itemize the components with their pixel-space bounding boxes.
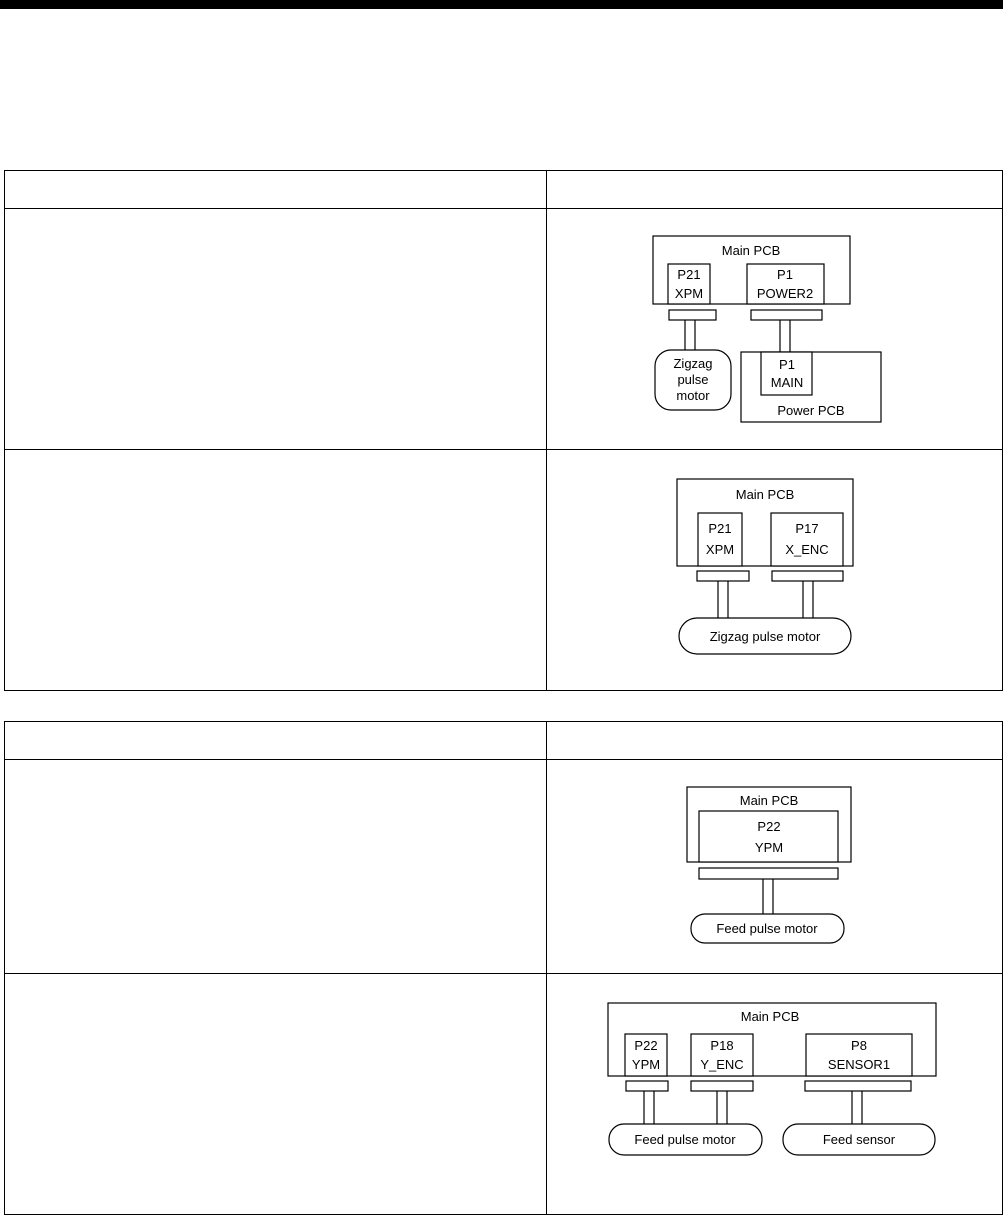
top-rule: [0, 0, 1003, 9]
connector-p17-name: X_ENC: [785, 542, 828, 557]
power-pcb-label: Power PCB: [777, 403, 844, 418]
connector-p22-box: [698, 810, 839, 863]
table-zigzag-connections: Main PCB P21 XPM P1 POWER2 Zigzag pulse …: [4, 170, 1003, 691]
header-cell-description: [4, 721, 547, 760]
motor-label-line2: pulse: [677, 372, 708, 387]
main-pcb-label: Main PCB: [741, 1009, 800, 1024]
connector-p22-id: P22: [757, 819, 780, 834]
power-connector-p1-id: P1: [779, 357, 795, 372]
connector-p8-id: P8: [851, 1038, 867, 1053]
table-feed-connections: Main PCB P22 YPM Feed pulse motor Main P…: [4, 721, 1003, 1215]
connector-p21-box: [697, 512, 743, 567]
wiring-diagram-feed-encoder-sensor: Main PCB P22 YPM P18 Y_ENC P8 SENSOR1: [607, 1002, 937, 1156]
feed-pulse-motor: [690, 913, 845, 944]
main-pcb-label: Main PCB: [736, 487, 795, 502]
plug-p8: [804, 1080, 912, 1092]
header-cell-description: [4, 170, 547, 209]
plug-p21: [696, 570, 750, 582]
feed-sensor: [782, 1123, 936, 1156]
plug-p18: [690, 1080, 754, 1092]
diagram-cell: Main PCB P22 YPM P18 Y_ENC P8 SENSOR1: [546, 973, 1003, 1215]
connector-p21-name: XPM: [706, 542, 734, 557]
connector-p22-id: P22: [634, 1038, 657, 1053]
diagram-cell: Main PCB P22 YPM Feed pulse motor: [546, 759, 1003, 974]
connector-p22-name: YPM: [755, 840, 783, 855]
power-connector-p1-box: [760, 351, 813, 396]
wiring-diagram-feed-motor: Main PCB P22 YPM Feed pulse motor: [686, 786, 852, 944]
description-cell: [4, 208, 547, 450]
diagram-cell: Main PCB P21 XPM P17 X_ENC Zigzag pulse …: [546, 449, 1003, 691]
plug-p17: [771, 570, 844, 582]
motor-label-line1: Zigzag: [673, 356, 712, 371]
plug-p22: [625, 1080, 669, 1092]
connector-p18-id: P18: [710, 1038, 733, 1053]
table-row: Main PCB P22 YPM P18 Y_ENC P8 SENSOR1: [4, 973, 1003, 1215]
connector-p21-id: P21: [677, 267, 700, 282]
connector-p18-name: Y_ENC: [700, 1057, 743, 1072]
sensor-label: Feed sensor: [823, 1132, 896, 1147]
connector-p18-box: [690, 1033, 754, 1077]
connector-p1-id: P1: [777, 267, 793, 282]
table-header-row: [4, 721, 1003, 760]
table-row: Main PCB P22 YPM Feed pulse motor: [4, 759, 1003, 974]
power-connector-p1-name: MAIN: [771, 375, 804, 390]
motor-label: Feed pulse motor: [716, 921, 818, 936]
wiring-diagram-zigzag-power: Main PCB P21 XPM P1 POWER2 Zigzag pulse …: [652, 235, 882, 423]
motor-label: Zigzag pulse motor: [710, 629, 821, 644]
connector-p8-box: [805, 1033, 913, 1077]
motor-label-line3: motor: [676, 388, 710, 403]
plug-p1: [750, 309, 823, 321]
table-row: Main PCB P21 XPM P1 POWER2 Zigzag pulse …: [4, 208, 1003, 450]
table-header-row: [4, 170, 1003, 209]
header-cell-diagram: [546, 721, 1003, 760]
plug-p22: [698, 867, 839, 880]
main-pcb-label: Main PCB: [740, 793, 799, 808]
connector-p22-box: [624, 1033, 668, 1077]
connector-p21-box: [667, 263, 711, 305]
zigzag-pulse-motor: [654, 349, 732, 411]
connector-p1-box: [746, 263, 825, 305]
connector-p21-id: P21: [708, 521, 731, 536]
motor-label: Feed pulse motor: [634, 1132, 736, 1147]
wiring-diagram-zigzag-encoder: Main PCB P21 XPM P17 X_ENC Zigzag pulse …: [676, 478, 854, 655]
diagram-cell: Main PCB P21 XPM P1 POWER2 Zigzag pulse …: [546, 208, 1003, 450]
connector-p1-name: POWER2: [757, 286, 813, 301]
connector-p17-box: [770, 512, 844, 567]
header-cell-diagram: [546, 170, 1003, 209]
description-cell: [4, 759, 547, 974]
connector-p17-id: P17: [795, 521, 818, 536]
main-pcb-label: Main PCB: [722, 243, 781, 258]
connector-p22-name: YPM: [632, 1057, 660, 1072]
feed-pulse-motor: [608, 1123, 763, 1156]
connector-p21-name: XPM: [675, 286, 703, 301]
description-cell: [4, 973, 547, 1215]
zigzag-pulse-motor: [678, 617, 852, 655]
connector-p8-name: SENSOR1: [828, 1057, 890, 1072]
description-cell: [4, 449, 547, 691]
plug-p21: [668, 309, 717, 321]
table-row: Main PCB P21 XPM P17 X_ENC Zigzag pulse …: [4, 449, 1003, 691]
